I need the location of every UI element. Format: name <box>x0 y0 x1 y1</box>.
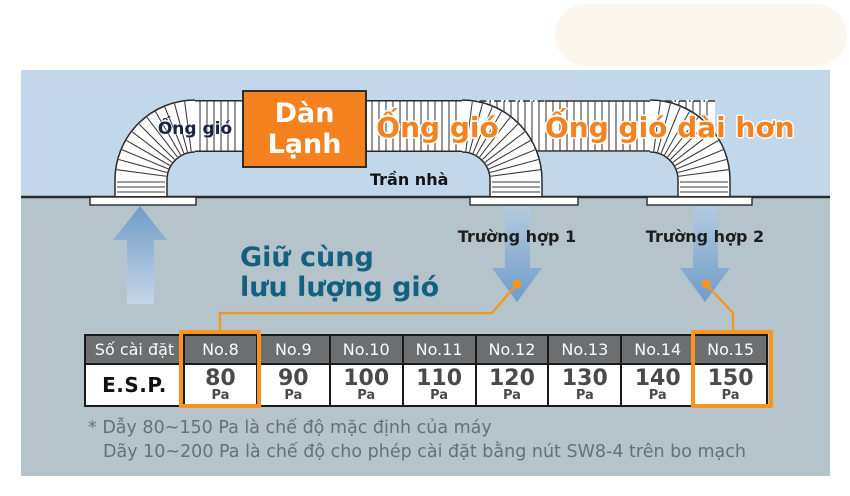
indoor-unit-label-line1: Dàn <box>274 97 335 129</box>
supply-vent-1 <box>469 196 579 206</box>
setting-header-cell: Số cài đặt <box>86 336 183 363</box>
mid-duct-label: Ống gió <box>376 111 499 144</box>
airflow-note-line1: Giữ cùng <box>240 242 374 273</box>
setting-no-cell: No.9 <box>255 336 329 363</box>
down-airflow-arrow-2 <box>680 207 730 302</box>
setting-no-cell: No.8 <box>183 336 256 363</box>
duct-collar-hatch <box>117 181 728 193</box>
left-duct <box>114 99 243 196</box>
return-grille <box>89 196 197 206</box>
airflow-note: Giữ cùng lưu lượng gió <box>240 243 439 302</box>
callout-line-case1 <box>218 283 518 332</box>
setting-no-cell: No.10 <box>328 336 402 363</box>
right-duct-label: Ống gió dài hơn <box>545 111 795 144</box>
callout-line-case2 <box>705 283 735 332</box>
setting-no-cell: No.12 <box>474 336 548 363</box>
right-duct-bend <box>649 99 731 196</box>
indoor-unit-label-line2: Lạnh <box>267 129 342 160</box>
callout-dot-case1 <box>512 279 522 289</box>
supply-vent-2 <box>646 196 753 206</box>
case2-label: Trường hợp 2 <box>645 227 765 246</box>
callout-dot-case2 <box>701 279 711 289</box>
indoor-unit-box: Dàn Lạnh <box>242 90 367 168</box>
footnote-line2: Dãy 10~200 Pa là chế độ cho phép cài đặt… <box>103 442 746 462</box>
case1-label: Trường hợp 1 <box>457 227 577 246</box>
middle-duct <box>367 99 543 196</box>
setting-no-cell: No.11 <box>401 336 475 363</box>
down-airflow-arrow-1 <box>492 207 542 302</box>
left-duct-label: Ống gió <box>157 119 233 139</box>
setting-no-cell: No.15 <box>693 336 766 363</box>
footnote-line1: * Dẫy 80~150 Pa là chế độ mặc định của m… <box>88 418 492 438</box>
ceiling-label: Trần nhà <box>370 170 449 189</box>
up-airflow-arrow <box>113 206 167 304</box>
setting-no-cell: No.14 <box>620 336 694 363</box>
esp-header-cell: E.S.P. <box>102 373 167 397</box>
airflow-note-line2: lưu lượng gió <box>240 271 440 303</box>
setting-no-cell: No.13 <box>547 336 621 363</box>
background-artifact <box>555 4 847 66</box>
